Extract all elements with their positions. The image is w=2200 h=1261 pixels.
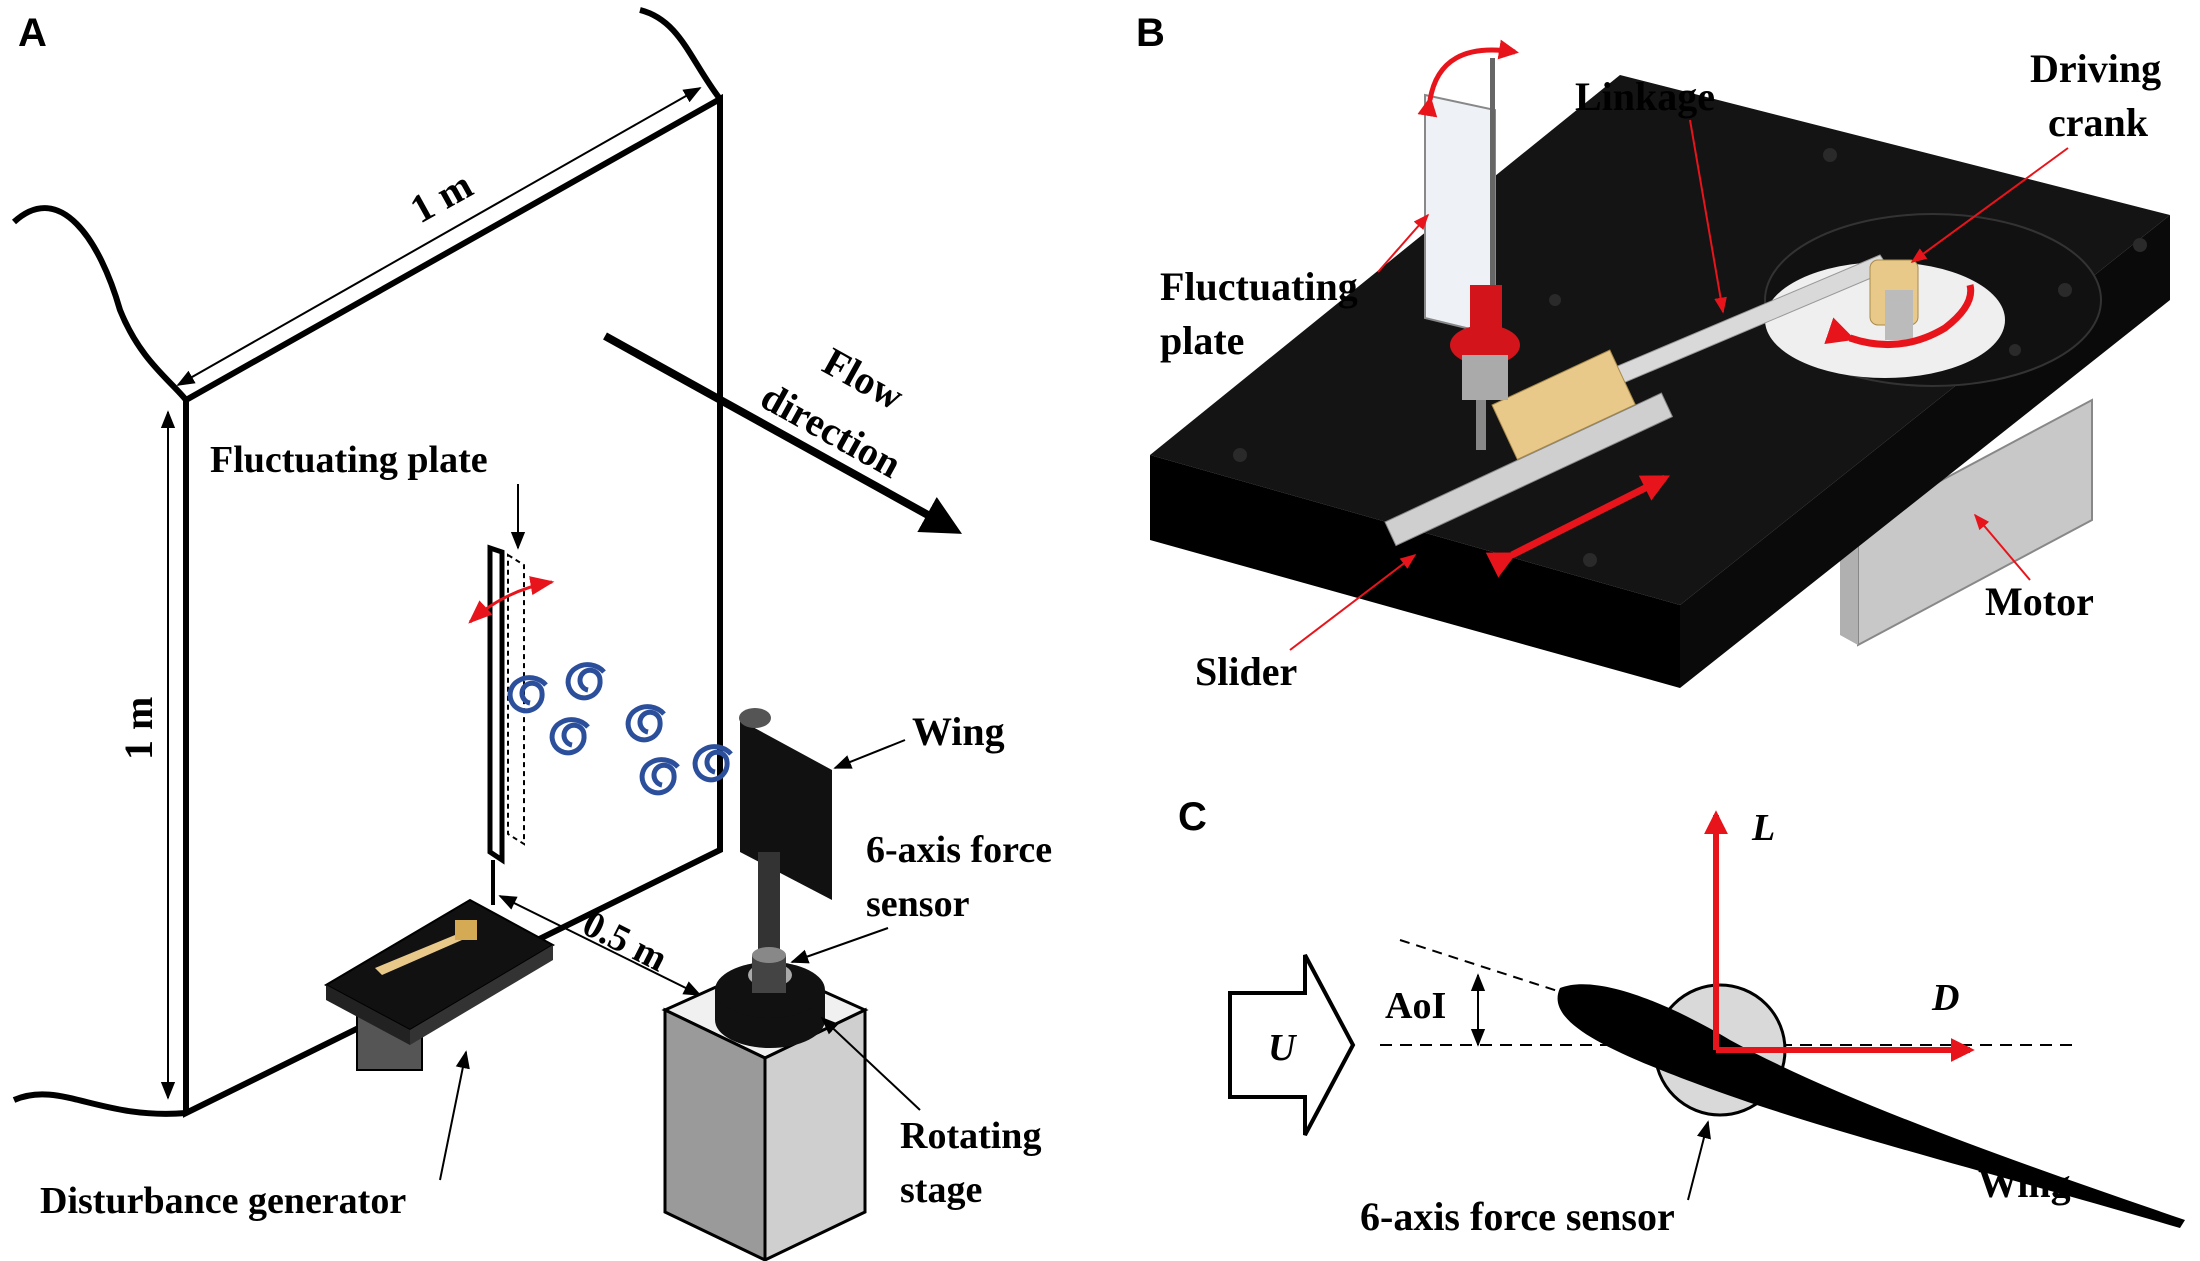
rotating-stage (661, 962, 869, 1261)
crank-rotation-arrow (1824, 284, 1975, 349)
width-label: 1 m (403, 162, 480, 232)
lift-label: L (1751, 807, 1775, 849)
fluctuating-plate (487, 544, 525, 905)
velocity-label: U (1268, 1027, 1298, 1069)
sensor-label-1: 6-axis force (866, 829, 1052, 871)
force-sensor (752, 947, 786, 993)
linkage-label: Linkage (1575, 74, 1715, 119)
slider-motion-arrow (1485, 474, 1671, 578)
height-label: 1 m (116, 697, 161, 760)
distance-dimension (498, 895, 702, 996)
aoi-label: AoI (1385, 985, 1446, 1027)
slider-pointer (1289, 554, 1417, 651)
distance-label: 0.5 m (576, 903, 674, 981)
rotating-label-2: stage (900, 1169, 982, 1211)
sensor-pointer-c (1687, 1120, 1711, 1201)
wing-section (1557, 984, 2185, 1228)
panel-c: C U AoI L D Wing 6-axis force sensor (1178, 795, 2185, 1239)
flow-direction-arrow (603, 332, 962, 534)
plate-rotation-arrow (1417, 39, 1519, 118)
panel-a: A 1 m 1 m 0.5 m Flow direction Fluctuati… (11, 7, 1052, 1261)
wing-label: Wing (912, 709, 1005, 754)
freestream-arrow (1228, 954, 1356, 1136)
wing-pointer (833, 739, 906, 769)
chord-reference (1399, 939, 1571, 996)
wing-model (739, 708, 832, 957)
fluct-pointer (1377, 213, 1430, 273)
disturbance-generator (323, 898, 556, 1071)
drag-label: D (1931, 977, 1959, 1019)
rotating-label-1: Rotating (900, 1115, 1041, 1157)
plate-oscillation-arrow (468, 576, 555, 624)
driving-label-1: Driving (2030, 46, 2161, 91)
rotating-pointer (820, 1016, 921, 1111)
fluct-label-1: Fluctuating (1160, 264, 1358, 309)
wing-label-c: Wing (1978, 1161, 2071, 1206)
disturbance-generator-label: Disturbance generator (40, 1180, 406, 1222)
sensor-pointer (790, 927, 889, 964)
panel-label-c: C (1178, 795, 1207, 839)
panel-label-b: B (1136, 11, 1165, 55)
fluctuating-plate-label: Fluctuating plate (210, 439, 488, 481)
generator-pointer (439, 1050, 470, 1181)
width-dimension (176, 87, 702, 386)
sensor-label-c: 6-axis force sensor (1360, 1194, 1675, 1239)
motor-label: Motor (1985, 579, 2094, 624)
linkage-mechanism (1384, 254, 1919, 547)
driving-pointer (1910, 147, 2069, 263)
panel-b: B (1136, 11, 2170, 694)
linkage-pointer (1689, 119, 1727, 314)
sensor-label-2: sensor (866, 883, 970, 925)
slider-label: Slider (1195, 649, 1297, 694)
panel-label-a: A (18, 11, 47, 55)
driving-label-2: crank (2048, 100, 2149, 145)
fluct-label-2: plate (1160, 318, 1244, 363)
motor-pointer (1973, 513, 2031, 581)
fluctuating-plate-b (1424, 58, 1520, 450)
wake-vortices (507, 662, 733, 796)
